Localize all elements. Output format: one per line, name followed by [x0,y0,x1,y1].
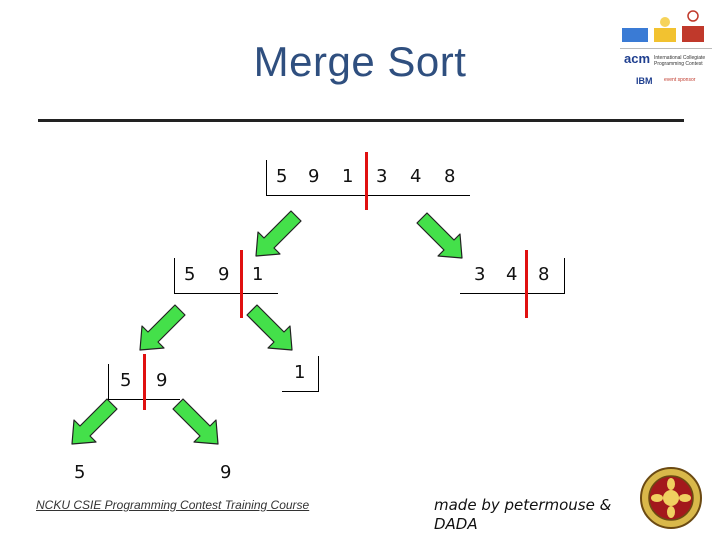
leftleft-cell-0: 5 [120,370,132,391]
array-right [460,258,565,294]
array-left-right [282,356,319,392]
right-cell-2: 8 [538,264,550,285]
arrow-root-to-right [416,212,463,259]
leftleft-cell-1: 9 [156,370,168,391]
split-line-right [525,250,528,318]
leaf-b-cell-0: 9 [220,462,232,483]
root-cell-1: 9 [308,166,320,187]
arrow-left-to-leftleft [139,304,186,351]
root-cell-5: 8 [444,166,456,187]
right-cell-0: 3 [474,264,486,285]
slide-title: Merge Sort [253,38,467,85]
left-cell-0: 5 [184,264,196,285]
arrow-left-to-leftright [246,304,293,351]
sponsor-label: event sponsor [664,77,696,83]
arrow-root-to-left [255,210,302,257]
right-cell-1: 4 [506,264,518,285]
logo-red-block [682,26,704,42]
author-credit: made by petermouse & DADA [434,496,612,533]
title-divider [38,119,684,122]
contest-label: International Collegiate Programming Con… [654,55,706,67]
split-line-leftleft [143,354,146,410]
acm-label: acm [624,51,651,66]
arrow-leftleft-to-a [71,398,118,445]
array-left [174,258,278,294]
leftright-cell-0: 1 [294,362,306,383]
left-cell-1: 9 [218,264,230,285]
university-seal-icon [640,467,702,529]
array-root [266,160,470,196]
acm-icpc-logo: acm International Collegiate Programming… [618,8,714,96]
logo-yellow-block [654,28,676,42]
split-line-root [365,152,368,210]
root-cell-4: 4 [410,166,422,187]
left-cell-2: 1 [252,264,264,285]
root-cell-2: 1 [342,166,354,187]
ibm-label: IBM [636,76,653,86]
root-cell-3: 3 [376,166,388,187]
root-cell-0: 5 [276,166,288,187]
leaf-a-cell-0: 5 [74,462,86,483]
course-footer: NCKU CSIE Programming Contest Training C… [36,498,310,512]
logo-blue-block [622,28,648,42]
arrow-leftleft-to-b [172,398,219,445]
split-line-left [240,250,243,318]
